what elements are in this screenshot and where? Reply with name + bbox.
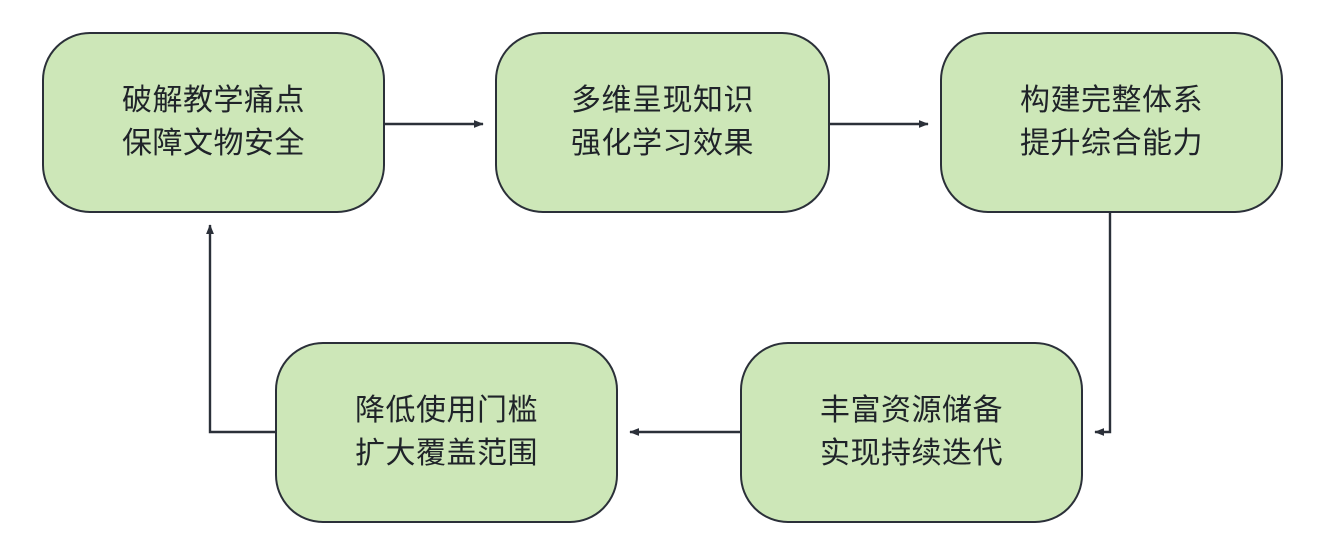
- node-n4[interactable]: 降低使用门槛 扩大覆盖范围: [275, 342, 618, 523]
- node-n4-line2: 扩大覆盖范围: [355, 436, 538, 470]
- node-n2-line2: 强化学习效果: [571, 126, 754, 160]
- node-n4-line1: 降低使用门槛: [355, 393, 538, 427]
- node-n1-line2: 保障文物安全: [122, 126, 305, 160]
- node-n2[interactable]: 多维呈现知识 强化学习效果: [495, 32, 830, 213]
- node-n5[interactable]: 丰富资源储备 实现持续迭代: [740, 342, 1083, 523]
- edge-n4-to-n1: [206, 224, 275, 434]
- node-n1[interactable]: 破解教学痛点 保障文物安全: [42, 32, 385, 213]
- node-n3[interactable]: 构建完整体系 提升综合能力: [940, 32, 1283, 213]
- node-n2-line1: 多维呈现知识: [571, 83, 754, 117]
- node-n5-line2: 实现持续迭代: [820, 436, 1003, 470]
- node-n5-line1: 丰富资源储备: [820, 393, 1003, 427]
- edge-n3-to-n5: [1094, 213, 1112, 436]
- node-n3-line2: 提升综合能力: [1020, 126, 1203, 160]
- node-n1-line1: 破解教学痛点: [122, 83, 305, 117]
- node-n3-line1: 构建完整体系: [1020, 83, 1203, 117]
